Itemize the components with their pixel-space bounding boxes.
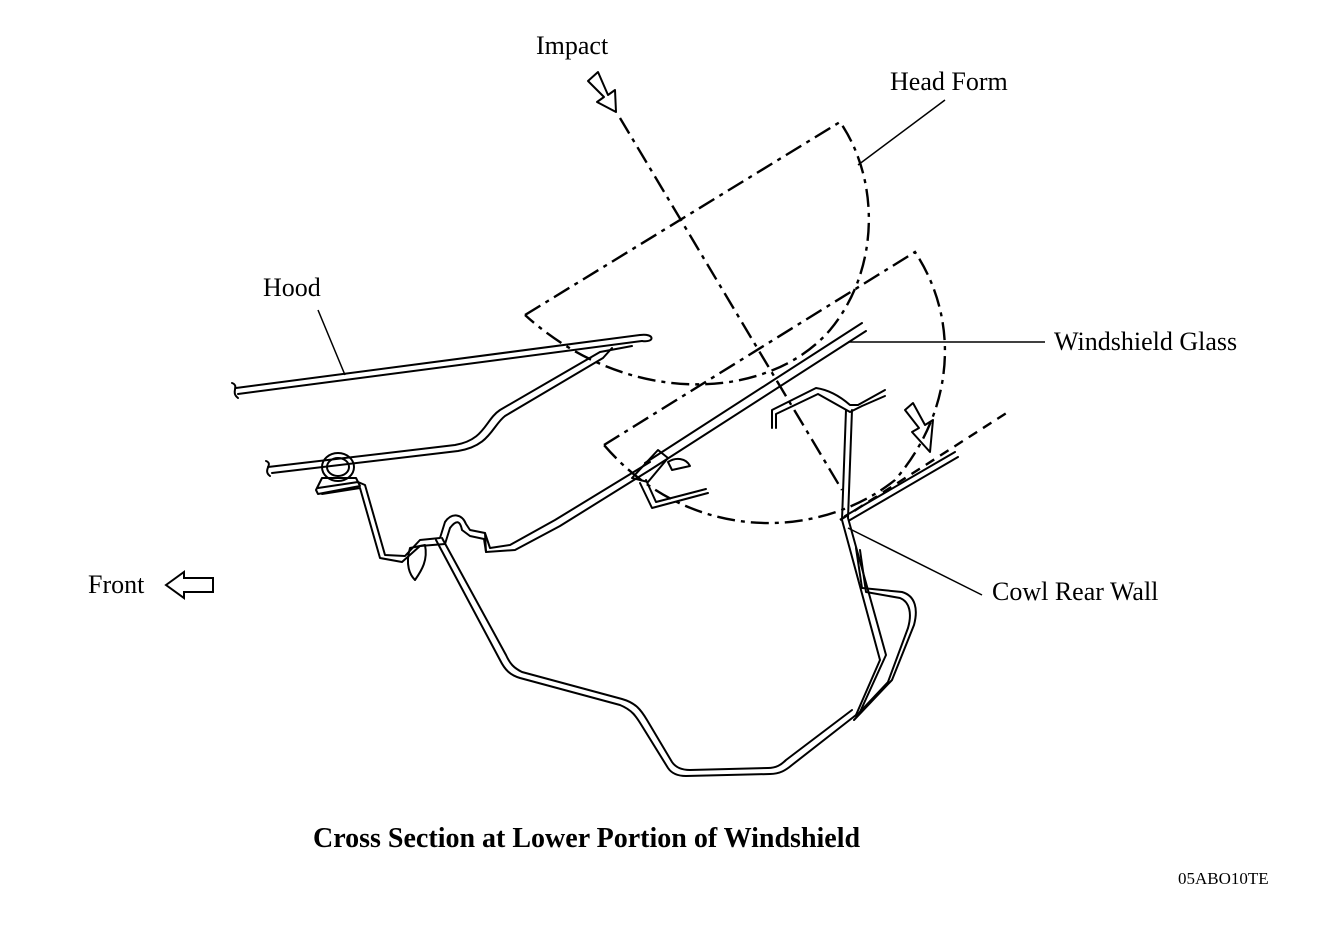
impact-arrow-icon [587,71,617,113]
head-form-leader [857,99,946,166]
head-form-label: Head Form [890,67,1008,96]
cowl-rear-wall-label: Cowl Rear Wall [992,577,1158,606]
head-form-lower [603,250,947,525]
hood-leader [317,309,346,376]
head-form-upper [524,120,870,386]
hood-panel [231,333,653,399]
cowl-box [435,537,857,777]
movement-arrow-icon [904,402,934,453]
front-label: Front [88,570,145,599]
hood-inner-panel [265,345,633,477]
impact-line [618,117,844,491]
cowl-top [317,461,651,581]
figure-code: 05ABO10TE [1178,869,1269,888]
windshield-glass-label: Windshield Glass [1054,327,1237,356]
cowl-trim-edge [849,456,959,521]
cowl-trim [844,451,956,517]
impact-label: Impact [536,31,609,60]
figure-caption: Cross Section at Lower Portion of Windsh… [313,823,861,854]
cowl-rear-wall [771,387,917,721]
front-arrow-icon [164,570,214,600]
hood-label: Hood [263,273,321,302]
cowl-rear-wall-leader [847,527,983,596]
windshield-glass [631,322,867,509]
